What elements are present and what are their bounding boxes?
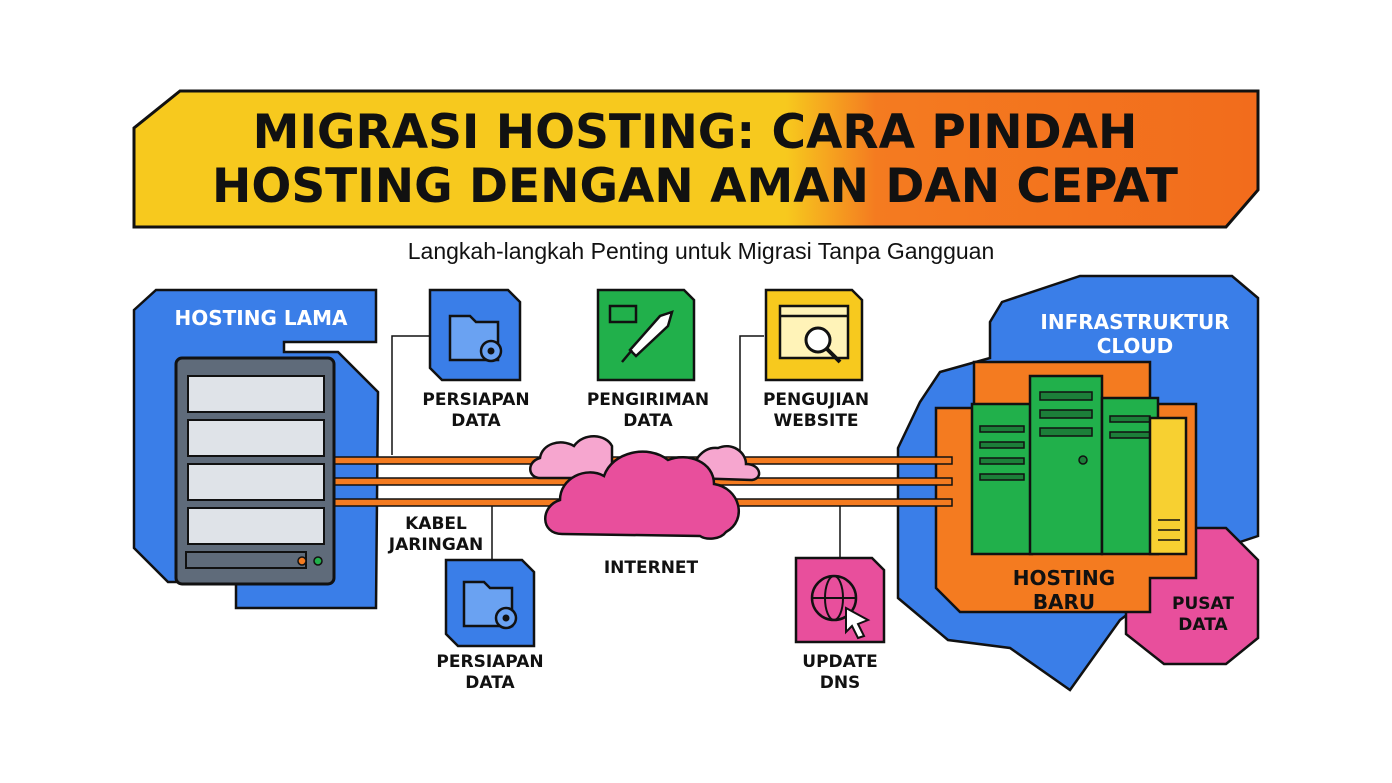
internet-label: INTERNET — [603, 558, 699, 578]
new-hosting-label: HOSTING BARU — [1012, 566, 1116, 614]
send-label: PENGIRIMAN DATA — [586, 390, 710, 431]
leader-lines — [391, 335, 841, 562]
title-line-2: HOSTING DENGAN AMAN DAN CEPAT — [212, 159, 1178, 214]
network-cable-label: KABEL JARINGAN — [388, 514, 484, 555]
internet-cloud — [529, 435, 761, 540]
prepare-bottom-icon — [444, 558, 536, 648]
old-server-rack — [174, 356, 336, 586]
title-line-1: MIGRASI HOSTING: CARA PINDAH — [252, 105, 1138, 160]
subtitle: Langkah-langkah Penting untuk Migrasi Ta… — [407, 238, 995, 264]
title-banner — [132, 89, 1260, 229]
old-hosting-label: HOSTING LAMA — [174, 306, 348, 330]
test-label: PENGUJIAN WEBSITE — [762, 390, 870, 431]
send-icon — [596, 288, 696, 382]
prepare-top-icon — [428, 288, 522, 382]
new-hosting-servers — [970, 374, 1188, 556]
dns-label: UPDATE DNS — [802, 652, 878, 693]
data-center-label: PUSAT DATA — [1172, 594, 1234, 635]
test-icon — [764, 288, 864, 382]
prepare-bottom-label: PERSIAPAN DATA — [436, 652, 544, 693]
prepare-top-label: PERSIAPAN DATA — [422, 390, 530, 431]
dns-icon — [794, 556, 886, 644]
page-title: MIGRASI HOSTING: CARA PINDAH HOSTING DEN… — [140, 100, 1250, 220]
cloud-infra-label: INFRASTRUKTUR CLOUD — [1040, 310, 1230, 358]
